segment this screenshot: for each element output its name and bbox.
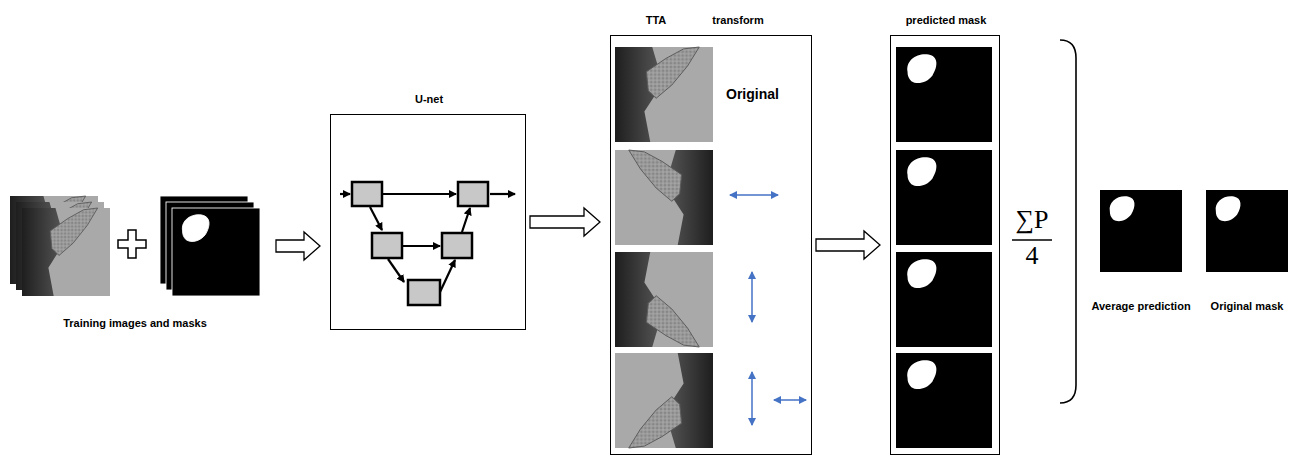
input-caption: Training images and masks [63,317,207,329]
transform-name: Original [726,86,779,102]
column-heading: TTA [646,14,667,26]
transform-panel: TTAtransformOriginal [610,35,812,455]
result-caption: Average prediction [1091,300,1190,312]
flow-arrow [530,208,600,236]
flow-arrow [816,231,880,259]
formula-numerator: ∑P [1016,205,1049,235]
column-heading: predicted mask [906,14,987,26]
network-box: U-net [330,114,526,330]
mask-panel: predicted mask [890,35,1000,455]
column-heading: transform [712,14,763,26]
box-heading: U-net [415,93,443,105]
result-caption: Original mask [1211,300,1284,312]
formula-denominator: 4 [1026,241,1039,271]
